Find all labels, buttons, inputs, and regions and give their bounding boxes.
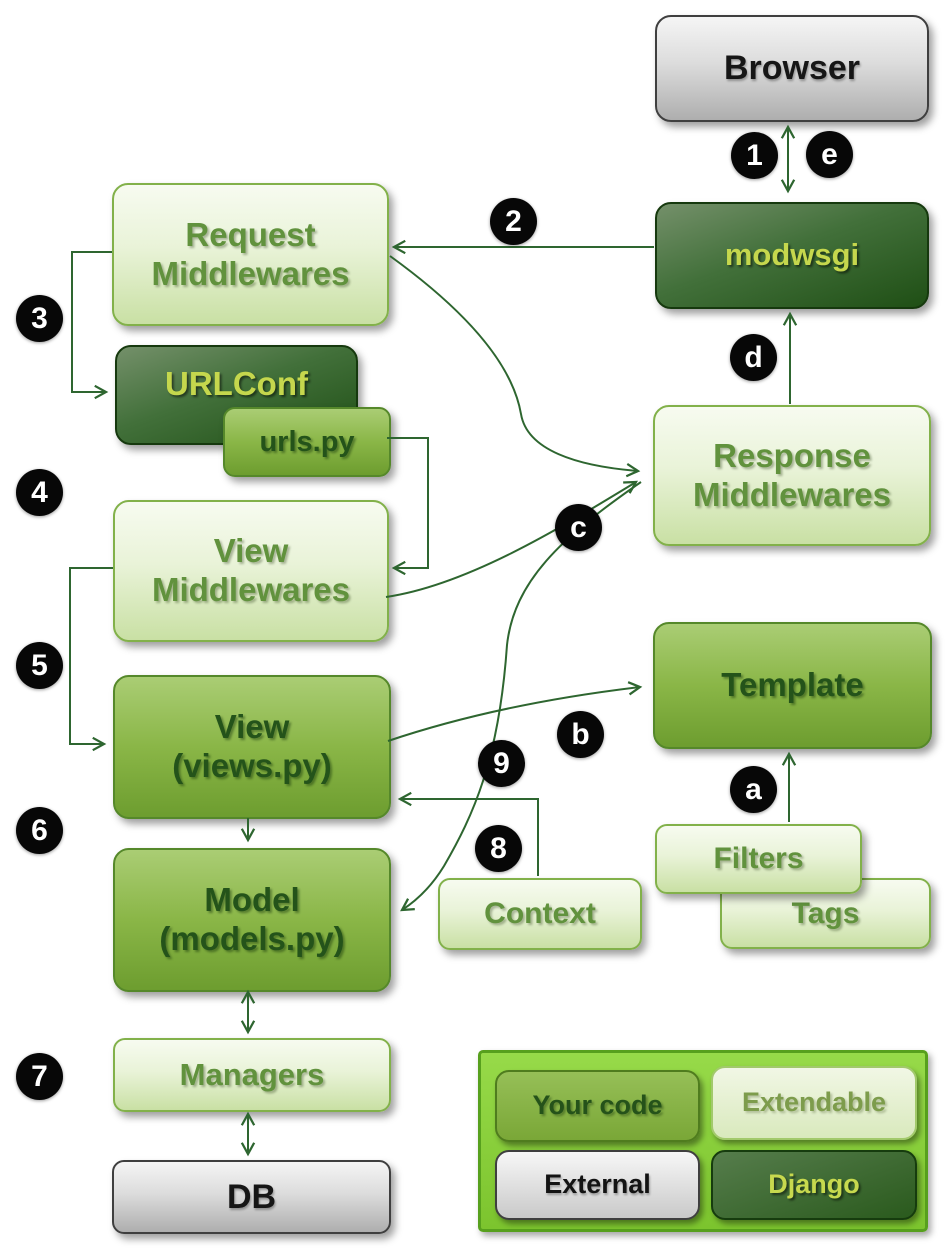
node-context-label: Context: [484, 897, 596, 931]
node-tags-label: Tags: [791, 896, 860, 930]
node-template: Template: [653, 622, 932, 749]
node-context: Context: [438, 878, 642, 950]
node-response-middlewares: Response Middlewares: [653, 405, 931, 546]
node-managers-label: Managers: [179, 1056, 325, 1092]
node-model: Model (models.py): [113, 848, 391, 992]
node-view: View (views.py): [113, 675, 391, 819]
node-filters-label: Filters: [713, 842, 804, 876]
legend-extendable-label: Extendable: [741, 1087, 887, 1118]
node-template-label: Template: [721, 666, 864, 704]
node-response-middlewares-line1: Response: [713, 436, 871, 474]
marker-step-b: b: [557, 711, 604, 758]
connector-urlspy-viewmw: [387, 437, 429, 576]
node-db-label: DB: [226, 1177, 277, 1216]
legend-your-code-label: Your code: [532, 1090, 663, 1121]
marker-step-d: d: [730, 334, 777, 381]
node-browser-label: Browser: [723, 49, 861, 88]
marker-step-6: 6: [16, 807, 63, 854]
node-view-middlewares-line2: Middlewares: [151, 571, 351, 608]
connector-requestmw-urlconf: [71, 251, 112, 400]
marker-step-a: a: [730, 766, 777, 813]
marker-step-e: e: [806, 131, 853, 178]
marker-step-9: 9: [478, 740, 525, 787]
marker-step-7: 7: [16, 1053, 63, 1100]
legend-external-label: External: [544, 1169, 651, 1200]
node-modwsgi-label: modwsgi: [724, 237, 860, 273]
node-db: DB: [112, 1160, 391, 1234]
node-view-line1: View: [214, 708, 290, 746]
legend-your-code: Your code: [495, 1070, 700, 1142]
legend-extendable: Extendable: [711, 1066, 917, 1140]
node-model-line1: Model: [204, 881, 300, 919]
connector-requestmw-responsemw: [389, 255, 641, 478]
node-request-middlewares: Request Middlewares: [112, 183, 389, 326]
node-view-middlewares: View Middlewares: [113, 500, 389, 642]
node-request-middlewares-line1: Request: [185, 215, 316, 253]
connector-viewmw-view: [69, 567, 113, 752]
node-model-line2: (models.py): [159, 920, 345, 957]
node-urlconf-label: URLConf: [165, 364, 308, 402]
marker-step-3: 3: [16, 295, 63, 342]
legend-external: External: [495, 1150, 700, 1220]
legend-django: Django: [711, 1150, 917, 1220]
node-response-middlewares-line2: Middlewares: [692, 475, 892, 513]
marker-step-2: 2: [490, 198, 537, 245]
node-browser: Browser: [655, 15, 929, 122]
marker-step-c: c: [555, 504, 602, 551]
marker-step-4: 4: [16, 469, 63, 516]
marker-step-1: 1: [731, 132, 778, 179]
marker-step-5: 5: [16, 642, 63, 689]
node-request-middlewares-line2: Middlewares: [151, 254, 350, 292]
node-view-line2: (views.py): [172, 747, 332, 784]
node-urls-py: urls.py: [223, 407, 391, 477]
legend: Your code Extendable External Django: [478, 1050, 928, 1232]
node-filters: Filters: [655, 824, 862, 894]
node-modwsgi: modwsgi: [655, 202, 929, 309]
legend-django-label: Django: [768, 1169, 860, 1200]
node-view-middlewares-line1: View: [213, 532, 289, 570]
marker-step-8: 8: [475, 825, 522, 872]
node-urls-py-label: urls.py: [259, 425, 355, 458]
node-managers: Managers: [113, 1038, 391, 1112]
